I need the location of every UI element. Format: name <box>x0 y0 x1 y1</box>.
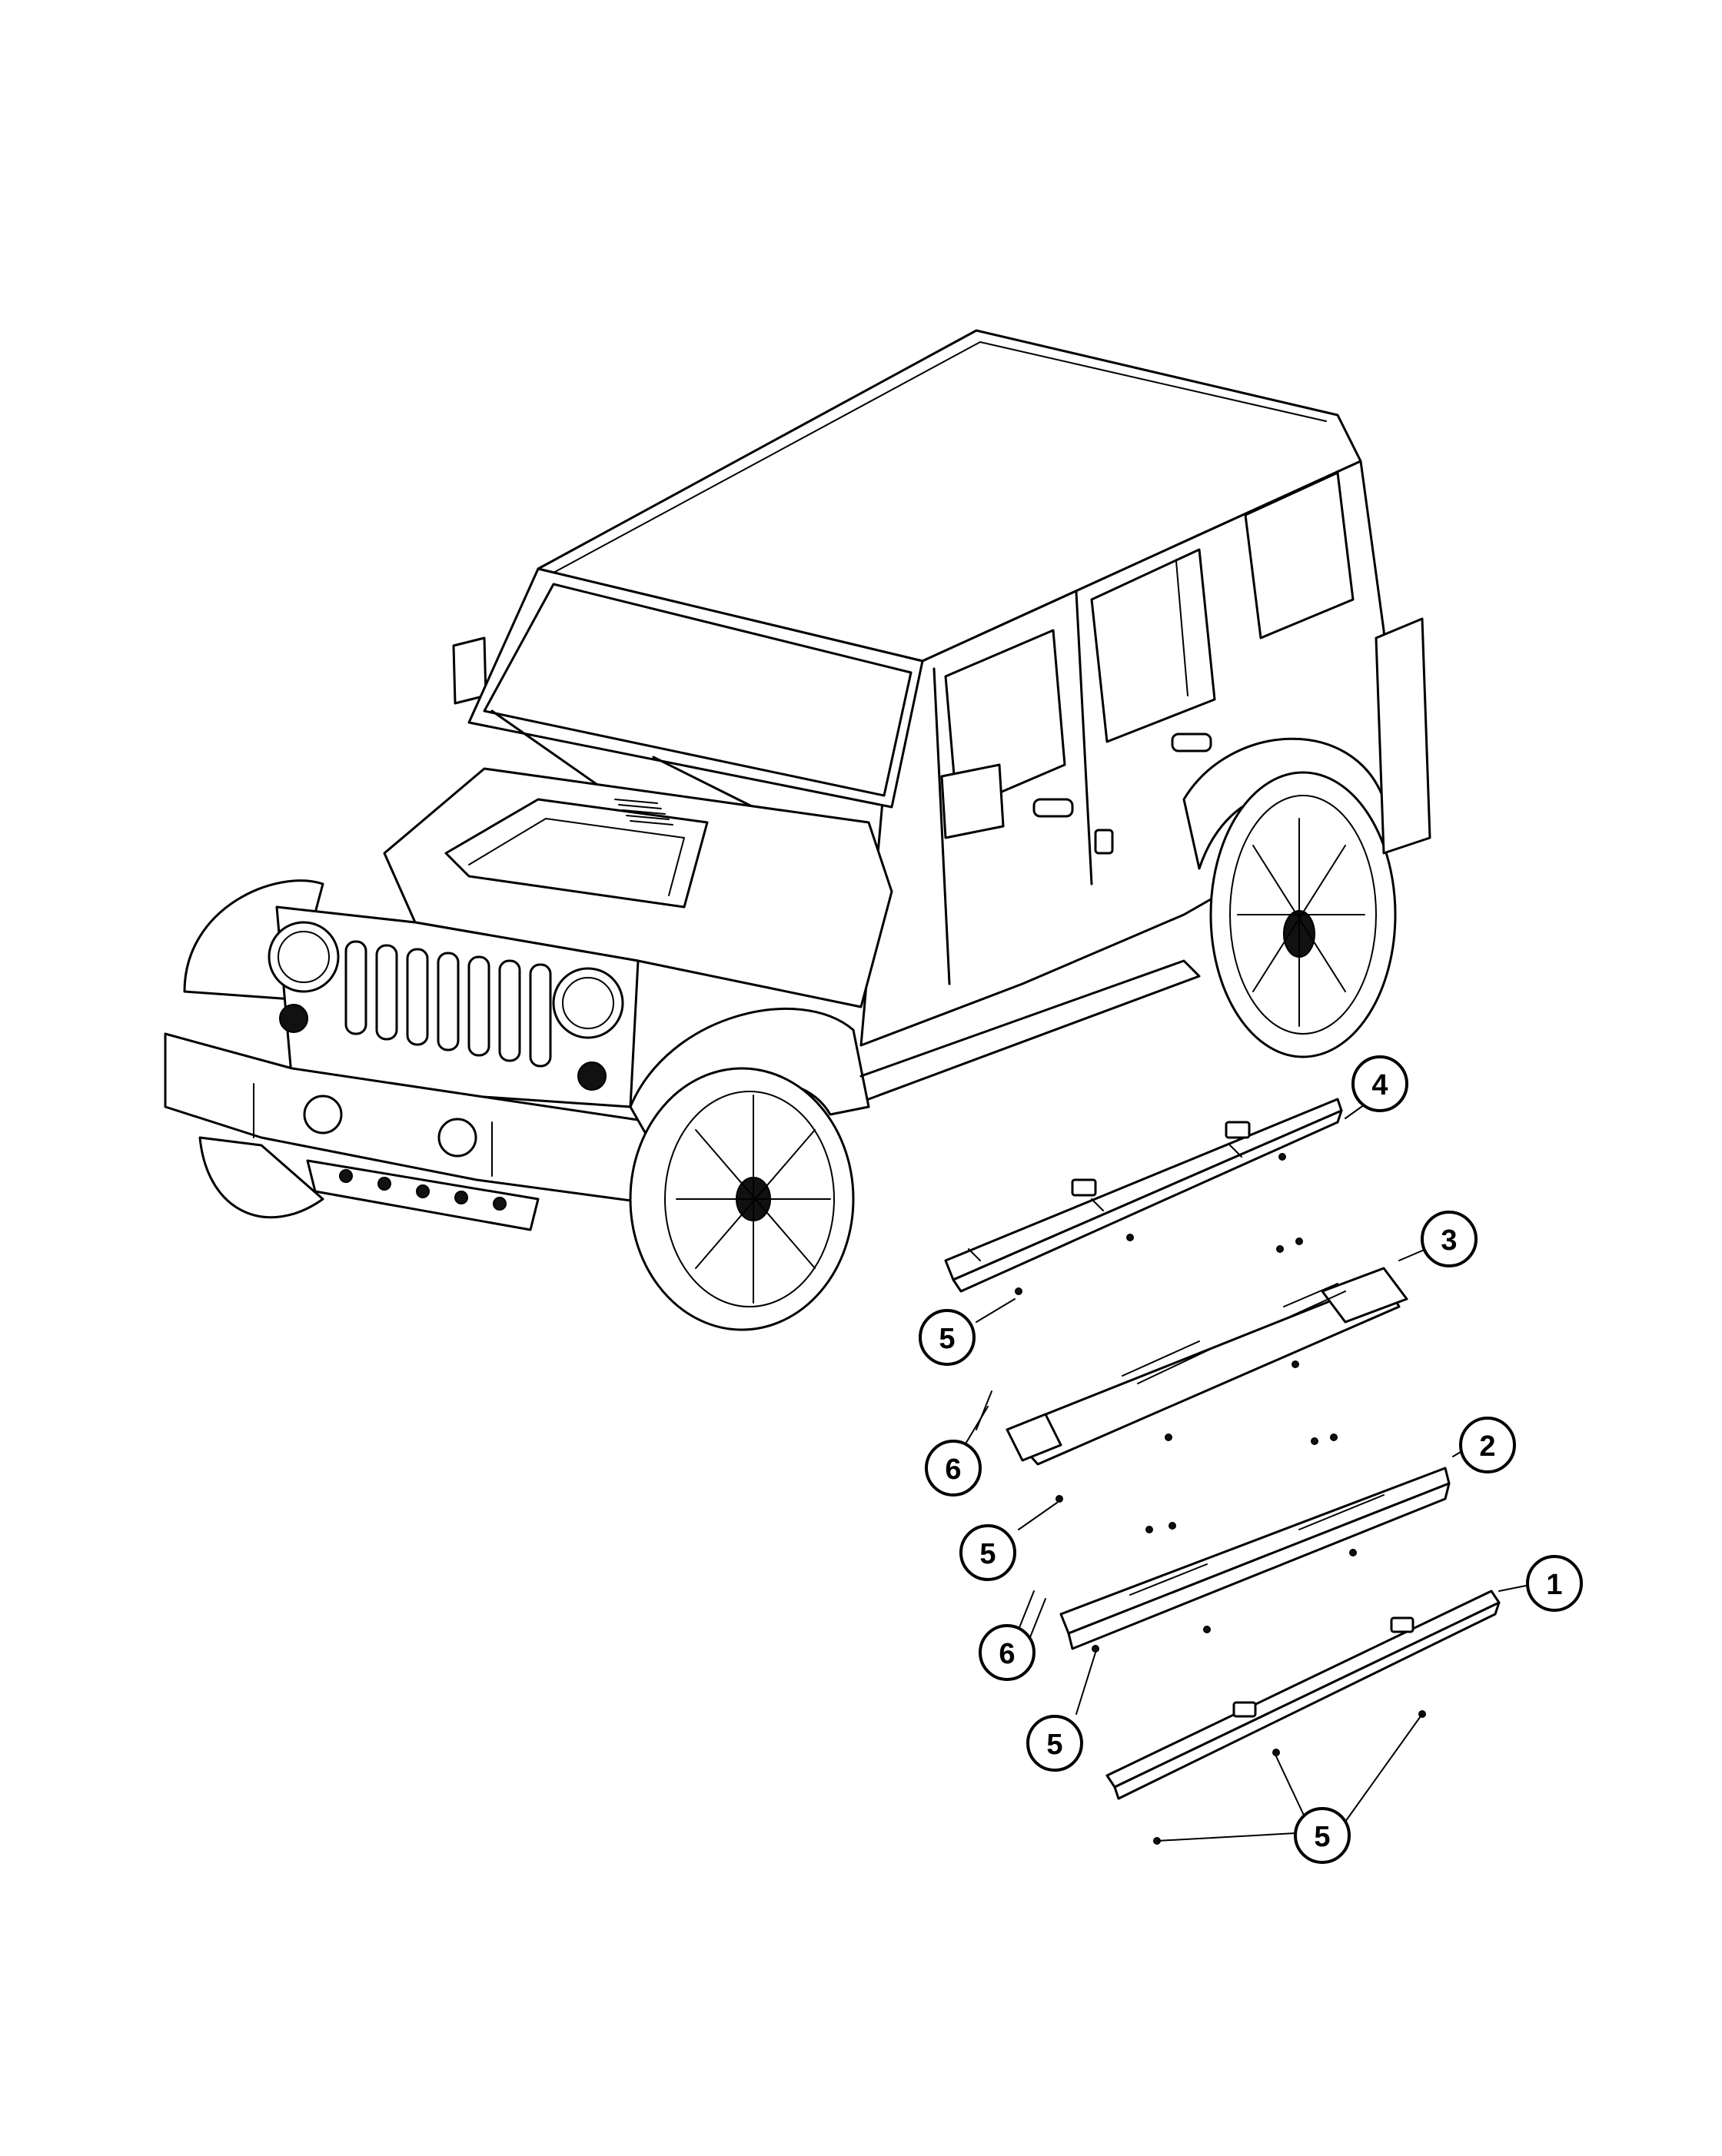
svg-text:6: 6 <box>999 1638 1015 1670</box>
svg-text:5: 5 <box>939 1323 955 1355</box>
svg-text:2: 2 <box>1479 1430 1495 1463</box>
callout-6: 6 <box>925 1440 982 1497</box>
svg-text:5: 5 <box>1046 1729 1062 1761</box>
svg-text:5: 5 <box>979 1538 996 1570</box>
skid-plate <box>306 1159 540 1231</box>
svg-text:4: 4 <box>1371 1069 1388 1101</box>
running-board-part-2 <box>1059 1467 1451 1650</box>
jeep-vehicle-illustration <box>164 329 1431 1331</box>
callout-2: 2 <box>1459 1417 1516 1473</box>
leader-lines <box>964 1098 1538 1842</box>
svg-text:3: 3 <box>1441 1224 1457 1257</box>
svg-text:1: 1 <box>1546 1569 1562 1601</box>
callout-5: 5 <box>1294 1807 1351 1864</box>
callout-5: 5 <box>1026 1715 1083 1772</box>
svg-text:5: 5 <box>1314 1821 1330 1853</box>
callout-4: 4 <box>1351 1055 1408 1112</box>
svg-text:6: 6 <box>945 1453 961 1486</box>
callout-5: 5 <box>959 1524 1016 1581</box>
step-bar-part-3 <box>1006 1267 1408 1466</box>
callout-3: 3 <box>1421 1211 1478 1267</box>
rock-rail-part-1 <box>1105 1590 1501 1800</box>
callout-6: 6 <box>979 1624 1036 1681</box>
callout-5: 5 <box>919 1309 976 1366</box>
hood-vent <box>614 799 673 826</box>
rocker-guard-part-4 <box>944 1098 1343 1293</box>
callout-1: 1 <box>1526 1555 1583 1612</box>
grille-slots <box>344 940 552 1068</box>
